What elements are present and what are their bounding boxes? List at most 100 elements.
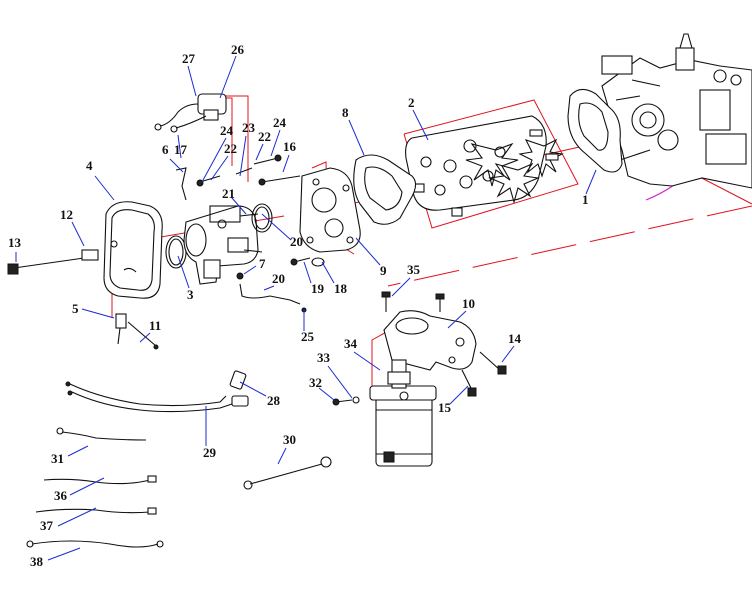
part-30-cable	[243, 456, 332, 490]
callout-c25: 25	[301, 329, 315, 344]
callout-c37: 37	[40, 518, 54, 533]
leader-line-c24b	[270, 129, 281, 157]
callout-c20a: 20	[290, 234, 303, 249]
part-26-solenoid	[154, 93, 227, 133]
part-29-harness	[65, 381, 233, 413]
callout-c5: 5	[72, 301, 79, 316]
callout-c13: 13	[8, 235, 22, 250]
leader-line-c33	[327, 365, 353, 399]
leader-line-c31	[67, 445, 89, 457]
leader-line-c32	[318, 387, 335, 401]
callout-c32: 32	[309, 375, 322, 390]
callout-c3: 3	[187, 287, 194, 302]
leader-line-c20a	[261, 213, 292, 241]
leader-line-c3	[177, 255, 190, 289]
leader-line-c10	[447, 310, 467, 329]
leader-line-c22b	[255, 143, 264, 161]
parts-14-15-bolts	[461, 351, 507, 397]
leader-line-c2	[412, 109, 429, 141]
leader-line-c21	[231, 197, 247, 215]
carburetor	[183, 205, 263, 285]
leader-line-c17	[177, 134, 182, 159]
part-8-intake-gasket	[353, 154, 417, 225]
parts-18-19	[290, 257, 325, 267]
callout-c11: 11	[149, 318, 161, 333]
callout-c31: 31	[51, 451, 64, 466]
callout-c16: 16	[283, 139, 297, 154]
callout-c22b: 22	[258, 129, 271, 144]
wire-leads	[26, 427, 164, 548]
callout-c19: 19	[311, 281, 325, 296]
leader-line-c12	[71, 221, 85, 247]
leader-line-c36	[69, 477, 105, 496]
callout-c8: 8	[342, 105, 349, 120]
part-13-long-bolt	[7, 249, 99, 275]
leader-line-c6	[169, 158, 184, 173]
leader-line-c23	[239, 135, 247, 177]
leader-line-c28	[239, 381, 267, 397]
leader-line-c14	[501, 345, 515, 363]
part-35-bolts	[381, 291, 445, 312]
callout-c17: 17	[174, 142, 188, 157]
part-1-gasket	[567, 88, 623, 173]
part-33-washer	[352, 396, 360, 404]
leader-line-c20b	[263, 285, 275, 291]
callout-c26: 26	[231, 42, 245, 57]
callout-labels: 1234567891011121314151617181920202122222…	[8, 42, 597, 569]
part-28-connectors	[229, 370, 249, 407]
callout-c18: 18	[334, 281, 348, 296]
leader-line-c38	[47, 547, 81, 561]
part-9-intake-manifold	[299, 167, 361, 253]
callout-c12: 12	[60, 207, 73, 222]
leader-line-c35	[391, 277, 411, 297]
callout-c15: 15	[438, 400, 452, 415]
callout-c38: 38	[30, 554, 44, 569]
part-4-air-filter-cover	[103, 201, 163, 299]
leader-line-c27	[187, 65, 197, 97]
leader-line-c34	[353, 351, 381, 371]
leader-line-c15	[449, 385, 469, 405]
part-20-hose	[239, 283, 301, 305]
callout-c10: 10	[462, 296, 475, 311]
part-5-fitting	[115, 313, 159, 350]
part-10-bracket	[383, 310, 477, 371]
leader-line-c5	[81, 308, 115, 319]
callout-c36: 36	[54, 488, 68, 503]
leader-line-c11	[139, 332, 151, 343]
callout-c24a: 24	[220, 123, 234, 138]
leader-line-c30	[277, 447, 287, 465]
callout-c4: 4	[86, 158, 93, 173]
leader-line-c7	[243, 265, 257, 275]
callout-c1: 1	[582, 192, 589, 207]
callout-c9: 9	[380, 263, 387, 278]
engine-block	[601, 33, 752, 189]
callout-c6: 6	[162, 142, 169, 157]
callout-c35: 35	[407, 262, 421, 277]
callout-c29: 29	[203, 445, 217, 460]
callout-c2: 2	[408, 95, 415, 110]
starter-motor	[369, 359, 437, 467]
leader-line-c19	[303, 261, 312, 284]
leader-line-c26	[219, 55, 237, 99]
small-screws	[196, 154, 301, 280]
callout-c28: 28	[267, 393, 281, 408]
callout-c7: 7	[259, 256, 266, 271]
leader-line-c9	[355, 237, 381, 266]
leader-line-c37	[57, 507, 97, 527]
callout-c24b: 24	[273, 115, 287, 130]
leader-line-c1	[585, 169, 597, 195]
callout-c14: 14	[508, 331, 522, 346]
leader-line-c8	[348, 119, 365, 156]
leader-line-c22a	[210, 155, 229, 181]
callout-c27: 27	[182, 51, 196, 66]
callout-c33: 33	[317, 350, 331, 365]
part-6-rod	[175, 167, 187, 201]
part-21-gasket	[251, 203, 273, 233]
callout-c20b: 20	[272, 271, 285, 286]
leader-line-c4	[94, 175, 115, 201]
callout-c23: 23	[242, 120, 256, 135]
leader-line-c24a	[201, 137, 227, 183]
part-2-reed-valve	[405, 115, 564, 217]
callout-c34: 34	[344, 336, 358, 351]
